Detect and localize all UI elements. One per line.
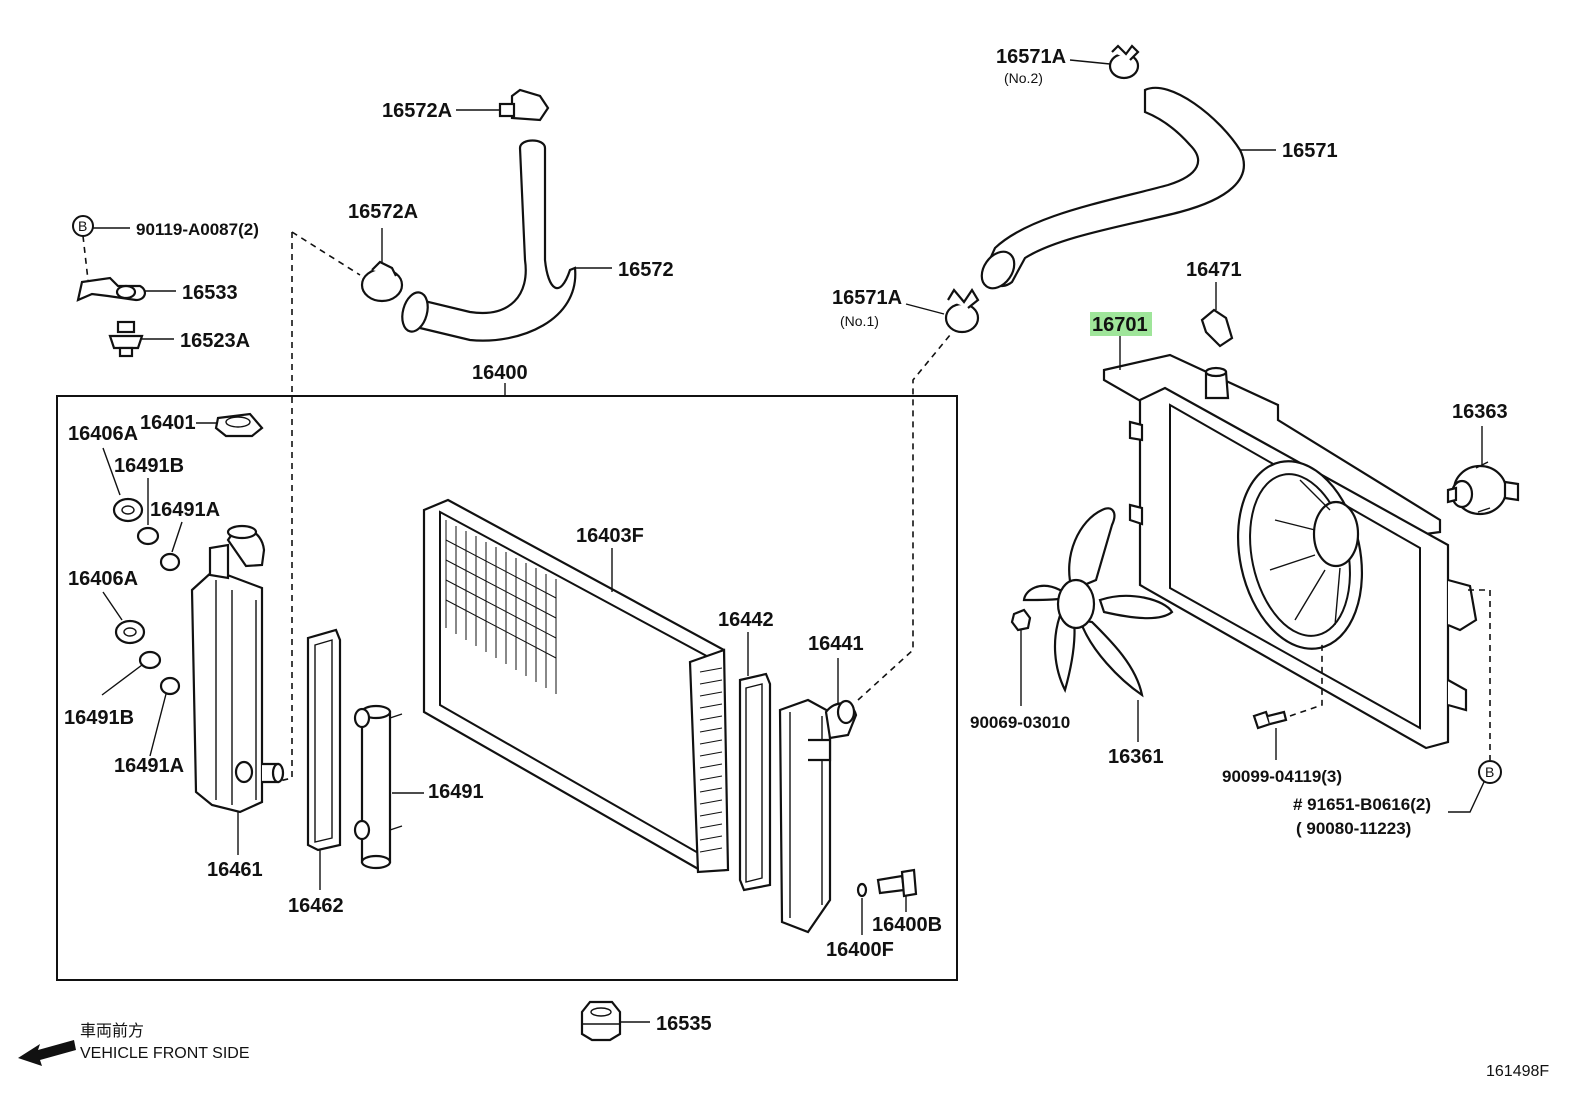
leader-16491a-bot bbox=[149, 693, 167, 757]
callout-16571a-mid-sub: (No.1) bbox=[840, 313, 879, 329]
direction-japanese: 車両前方 bbox=[80, 1022, 144, 1040]
leader-16571a-top bbox=[1069, 59, 1111, 65]
radiator-right-tank-16441[interactable] bbox=[778, 698, 858, 934]
grommet-16406a-bot[interactable] bbox=[114, 619, 146, 645]
callout-16461[interactable]: 16461 bbox=[207, 859, 263, 881]
o-ring-16400f[interactable] bbox=[856, 882, 868, 898]
hose-clamp-16571a-top[interactable] bbox=[1108, 44, 1140, 80]
callout-16571a-top-sub: (No.2) bbox=[1004, 70, 1043, 86]
radiator-assembly-box bbox=[56, 395, 958, 981]
leader-16406a-top bbox=[102, 447, 121, 496]
callout-16491a-bot[interactable]: 16491A bbox=[114, 755, 184, 777]
dash-tank-to-hose bbox=[857, 334, 951, 701]
highlight-16701 bbox=[1090, 312, 1152, 336]
fan-shroud-16701[interactable] bbox=[1102, 353, 1478, 750]
dash-bolt-to-shroud bbox=[1289, 640, 1323, 717]
drain-cock-16400b[interactable] bbox=[876, 868, 918, 898]
leader-16571a-mid bbox=[905, 303, 945, 315]
radiator-core-16403f[interactable] bbox=[422, 498, 730, 874]
nut-90069[interactable] bbox=[1010, 608, 1032, 632]
vehicle-front-arrow-icon bbox=[18, 1040, 76, 1066]
svg-text:B: B bbox=[78, 218, 87, 234]
callout-16535[interactable]: 16535 bbox=[656, 1013, 712, 1035]
cushion-16535[interactable] bbox=[580, 1000, 622, 1042]
diagram-id: 161498F bbox=[1486, 1063, 1549, 1080]
radiator-cap-16401[interactable] bbox=[214, 412, 264, 438]
callout-16363[interactable]: 16363 bbox=[1452, 401, 1508, 423]
callout-16361[interactable]: 16361 bbox=[1108, 746, 1164, 768]
gasket-16491b-top[interactable] bbox=[136, 526, 160, 546]
callout-16491b-top[interactable]: 16491B bbox=[114, 455, 184, 477]
leader-16406a-bot bbox=[102, 591, 123, 621]
leader-16491b-bot bbox=[101, 664, 143, 696]
callout-16403f[interactable]: 16403F bbox=[576, 525, 644, 547]
callout-16400f[interactable]: 16400F bbox=[826, 939, 894, 961]
callout-16471[interactable]: 16471 bbox=[1186, 259, 1242, 281]
leader-16491a-top bbox=[171, 521, 183, 553]
callout-90069[interactable]: 90069-03010 bbox=[970, 713, 1070, 732]
callout-16400b[interactable]: 16400B bbox=[872, 914, 942, 936]
callout-16571a-top[interactable]: 16571A bbox=[996, 46, 1066, 68]
hose-clamp-16572a-mid[interactable] bbox=[360, 260, 404, 303]
bolt-marker-b-left: B bbox=[72, 215, 94, 237]
dash-b-to-bracket bbox=[82, 235, 89, 281]
callout-90119[interactable]: 90119-A0087(2) bbox=[136, 220, 259, 239]
callout-16572a-mid[interactable]: 16572A bbox=[348, 201, 418, 223]
callout-16442[interactable]: 16442 bbox=[718, 609, 774, 631]
callout-16491a-top[interactable]: 16491A bbox=[150, 499, 220, 521]
callout-16491b-bot[interactable]: 16491B bbox=[64, 707, 134, 729]
oil-cooler-16491[interactable] bbox=[353, 704, 403, 870]
cushion-16523a[interactable] bbox=[108, 320, 144, 358]
callout-90099[interactable]: 90099-04119(3) bbox=[1222, 767, 1342, 786]
bolt-marker-b-right: B bbox=[1478, 760, 1502, 784]
callout-16406a-top[interactable]: 16406A bbox=[68, 423, 138, 445]
callout-16571[interactable]: 16571 bbox=[1282, 140, 1338, 162]
callout-16572[interactable]: 16572 bbox=[618, 259, 674, 281]
leader-91651 bbox=[1448, 781, 1485, 813]
bolt-90099[interactable] bbox=[1252, 710, 1288, 730]
gasket-16491b-bot[interactable] bbox=[138, 650, 162, 670]
callout-16400[interactable]: 16400 bbox=[472, 362, 528, 384]
hose-clamp-16571a-mid[interactable] bbox=[944, 287, 980, 334]
lower-radiator-hose-16571[interactable] bbox=[975, 86, 1245, 295]
direction-english: VEHICLE FRONT SIDE bbox=[80, 1045, 250, 1062]
callout-16701[interactable]: 16701 bbox=[1092, 314, 1148, 336]
callout-16491[interactable]: 16491 bbox=[428, 781, 484, 803]
bracket-16533[interactable] bbox=[76, 276, 146, 302]
dash-b-right bbox=[1468, 589, 1491, 760]
callout-90080[interactable]: ( 90080-11223) bbox=[1296, 819, 1411, 838]
clip-16471[interactable] bbox=[1200, 308, 1234, 348]
callout-16533[interactable]: 16533 bbox=[182, 282, 238, 304]
cooling-fan-16361[interactable] bbox=[1022, 507, 1174, 698]
callout-16523a[interactable]: 16523A bbox=[180, 330, 250, 352]
tank-gasket-16442[interactable] bbox=[738, 672, 772, 892]
svg-text:B: B bbox=[1485, 764, 1494, 780]
callout-16401[interactable]: 16401 bbox=[140, 412, 196, 434]
callout-16462[interactable]: 16462 bbox=[288, 895, 344, 917]
dash-tank-outlet bbox=[274, 232, 293, 783]
callout-16571a-mid[interactable]: 16571A bbox=[832, 287, 902, 309]
radiator-left-tank-16461[interactable] bbox=[190, 524, 285, 814]
o-ring-16491a-bot[interactable] bbox=[159, 676, 181, 696]
fan-motor-16363[interactable] bbox=[1446, 461, 1520, 516]
dash-hose-to-tank bbox=[291, 231, 361, 276]
callout-16406a-bot[interactable]: 16406A bbox=[68, 568, 138, 590]
callout-16441[interactable]: 16441 bbox=[808, 633, 864, 655]
o-ring-16491a-top[interactable] bbox=[159, 552, 181, 572]
callout-91651[interactable]: # 91651-B0616(2) bbox=[1293, 795, 1431, 814]
tank-gasket-16462[interactable] bbox=[306, 628, 342, 852]
upper-radiator-hose[interactable] bbox=[398, 139, 577, 342]
grommet-16406a-top[interactable] bbox=[112, 497, 144, 523]
callout-16572a-top[interactable]: 16572A bbox=[382, 100, 452, 122]
hose-clamp-16572a-top[interactable] bbox=[498, 88, 550, 122]
